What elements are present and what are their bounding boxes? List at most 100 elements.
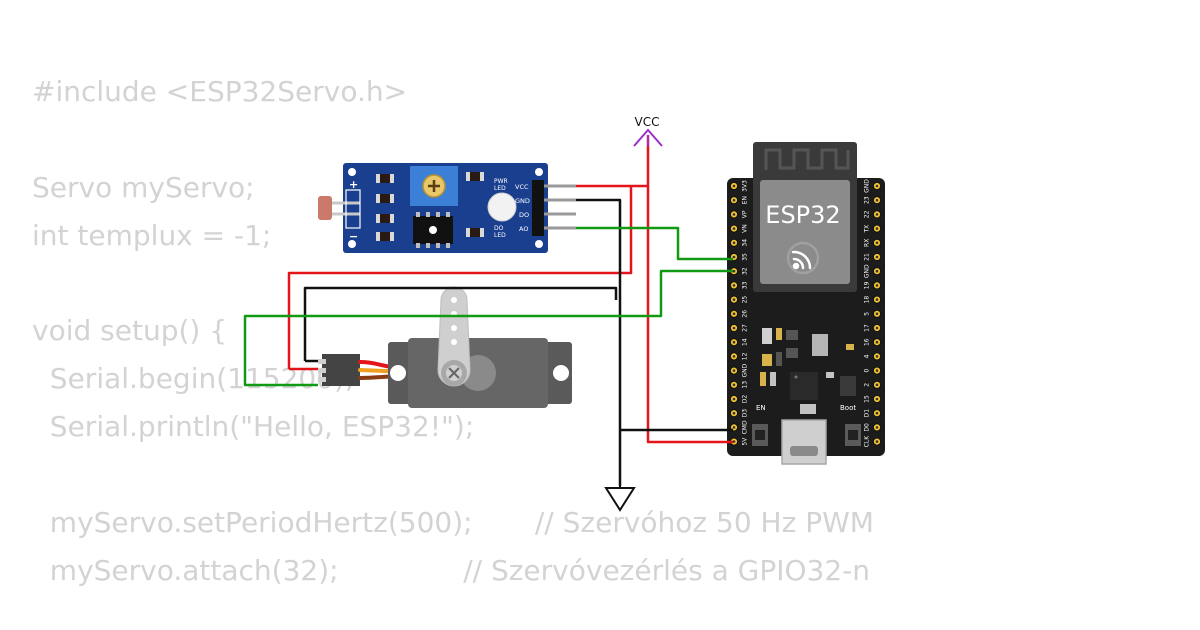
wire-sensor-gnd bbox=[576, 198, 622, 486]
pin-hole bbox=[732, 340, 736, 344]
pin-hole bbox=[875, 227, 879, 230]
esp32-devkit[interactable]: ESP32 3V3ENVPVN343532332526271412GND13D2… bbox=[727, 142, 885, 465]
pin-label: 21 bbox=[864, 253, 871, 261]
pin-label: GND bbox=[864, 264, 871, 278]
pin-do-label: DO bbox=[519, 211, 529, 219]
pin-hole bbox=[732, 397, 736, 401]
pwr-led-label-2: LED bbox=[494, 185, 506, 192]
pin-label: D3 bbox=[742, 409, 749, 418]
code-background: #include <ESP32Servo.h>Servo myServo;int… bbox=[32, 68, 874, 595]
pin-hole bbox=[875, 340, 879, 344]
pin-label: 0 bbox=[864, 369, 871, 373]
esp32-title: ESP32 bbox=[765, 201, 840, 229]
potentiometer[interactable] bbox=[410, 166, 458, 206]
pin-label: 12 bbox=[742, 352, 749, 360]
pin-label: 5 bbox=[864, 312, 871, 316]
servo-motor[interactable] bbox=[318, 286, 572, 408]
pin-hole bbox=[875, 255, 879, 259]
wires bbox=[243, 135, 733, 486]
code-line: myServo.setPeriodHertz(500); // Szervóho… bbox=[32, 506, 874, 540]
sensor-board bbox=[343, 163, 548, 253]
pin-label: D0 bbox=[864, 423, 871, 432]
pin-hole bbox=[875, 312, 879, 316]
pin-hole bbox=[732, 269, 736, 273]
pin-label: 35 bbox=[742, 253, 749, 261]
ground-symbol-icon bbox=[604, 460, 636, 512]
vcc-symbol: VCC bbox=[633, 115, 663, 147]
servo-mount-hole bbox=[390, 365, 406, 381]
pin-label: 22 bbox=[864, 210, 871, 218]
sensor-pin-leads bbox=[544, 184, 576, 230]
smd-resistors bbox=[376, 172, 484, 241]
light-sensor-module[interactable]: + − bbox=[318, 163, 576, 253]
pin-hole bbox=[732, 255, 736, 259]
pin-vcc-label: VCC bbox=[515, 183, 529, 191]
pin-hole bbox=[875, 397, 879, 401]
en-button[interactable] bbox=[752, 424, 768, 446]
minus-label: − bbox=[349, 230, 358, 243]
pin-hole bbox=[732, 440, 736, 443]
left-pin-row: 3V3ENVPVN343532332526271412GND13D2D3CMD5… bbox=[729, 180, 749, 446]
pin-hole bbox=[875, 383, 879, 387]
wire-ao-gpio bbox=[576, 226, 733, 261]
pin-hole bbox=[875, 184, 879, 188]
usb-port[interactable] bbox=[781, 419, 827, 465]
pin-hole bbox=[875, 284, 879, 287]
pin-label: 14 bbox=[742, 338, 749, 346]
pin-label: D2 bbox=[742, 395, 749, 404]
mount-hole bbox=[348, 168, 356, 176]
photoresistor bbox=[318, 196, 332, 220]
pin-hole bbox=[875, 326, 879, 330]
pin-label: 19 bbox=[864, 281, 871, 289]
code-line: void setup() { bbox=[32, 314, 228, 348]
pin-label: 33 bbox=[742, 281, 749, 289]
pin-hole bbox=[875, 198, 879, 202]
pin-label: 15 bbox=[864, 395, 871, 403]
pin-label: VN bbox=[742, 224, 749, 233]
sensor-header bbox=[532, 180, 544, 236]
pin-label: GND bbox=[864, 179, 871, 193]
pin-label: 18 bbox=[864, 296, 871, 304]
servo-connector bbox=[322, 354, 360, 386]
rf-shield bbox=[760, 180, 850, 284]
boot-label: Boot bbox=[840, 404, 856, 412]
pin-hole bbox=[732, 284, 736, 287]
boot-button[interactable] bbox=[845, 424, 861, 446]
servo-mount-hole bbox=[553, 365, 569, 381]
pin-hole bbox=[732, 369, 736, 372]
plus-label: + bbox=[349, 178, 358, 191]
pin-label: 26 bbox=[742, 310, 749, 318]
do-led-label-2: LED bbox=[494, 232, 506, 239]
wire-vcc-5v bbox=[646, 186, 733, 444]
pin-label: RX bbox=[864, 239, 871, 247]
pin-label: 13 bbox=[742, 381, 749, 389]
espressif-logo-icon bbox=[786, 241, 820, 275]
do-led-label-1: DO bbox=[494, 225, 504, 232]
mount-hole bbox=[535, 240, 543, 248]
pin-hole bbox=[875, 440, 879, 443]
pin-label: 25 bbox=[742, 296, 749, 304]
pin-hole bbox=[875, 269, 879, 273]
pin-hole bbox=[875, 426, 879, 429]
wire-servo-signal bbox=[243, 269, 733, 387]
pin-label: TX bbox=[864, 225, 871, 234]
pin-hole bbox=[732, 184, 736, 188]
connector-pins bbox=[318, 359, 326, 382]
pin-label: 4 bbox=[864, 354, 871, 358]
pin-label: 3V3 bbox=[742, 180, 749, 192]
pin-label: 27 bbox=[742, 324, 749, 332]
pin-hole bbox=[875, 213, 879, 216]
vcc-label: VCC bbox=[635, 115, 660, 129]
pin-hole bbox=[732, 355, 736, 358]
pin-hole bbox=[732, 426, 736, 429]
code-line: myServo.attach(32); // Szervóvezérlés a … bbox=[32, 553, 871, 587]
pin-label: GND bbox=[742, 363, 749, 377]
pwr-led-label-1: PWR bbox=[494, 178, 508, 185]
led bbox=[487, 192, 517, 222]
comparator-chip bbox=[413, 212, 453, 248]
pin-label: 5V bbox=[742, 437, 749, 446]
ldr-footprint bbox=[345, 189, 361, 229]
pin-label: CLK bbox=[864, 435, 871, 448]
pin-hole bbox=[732, 298, 736, 301]
pin-hole bbox=[732, 326, 736, 330]
